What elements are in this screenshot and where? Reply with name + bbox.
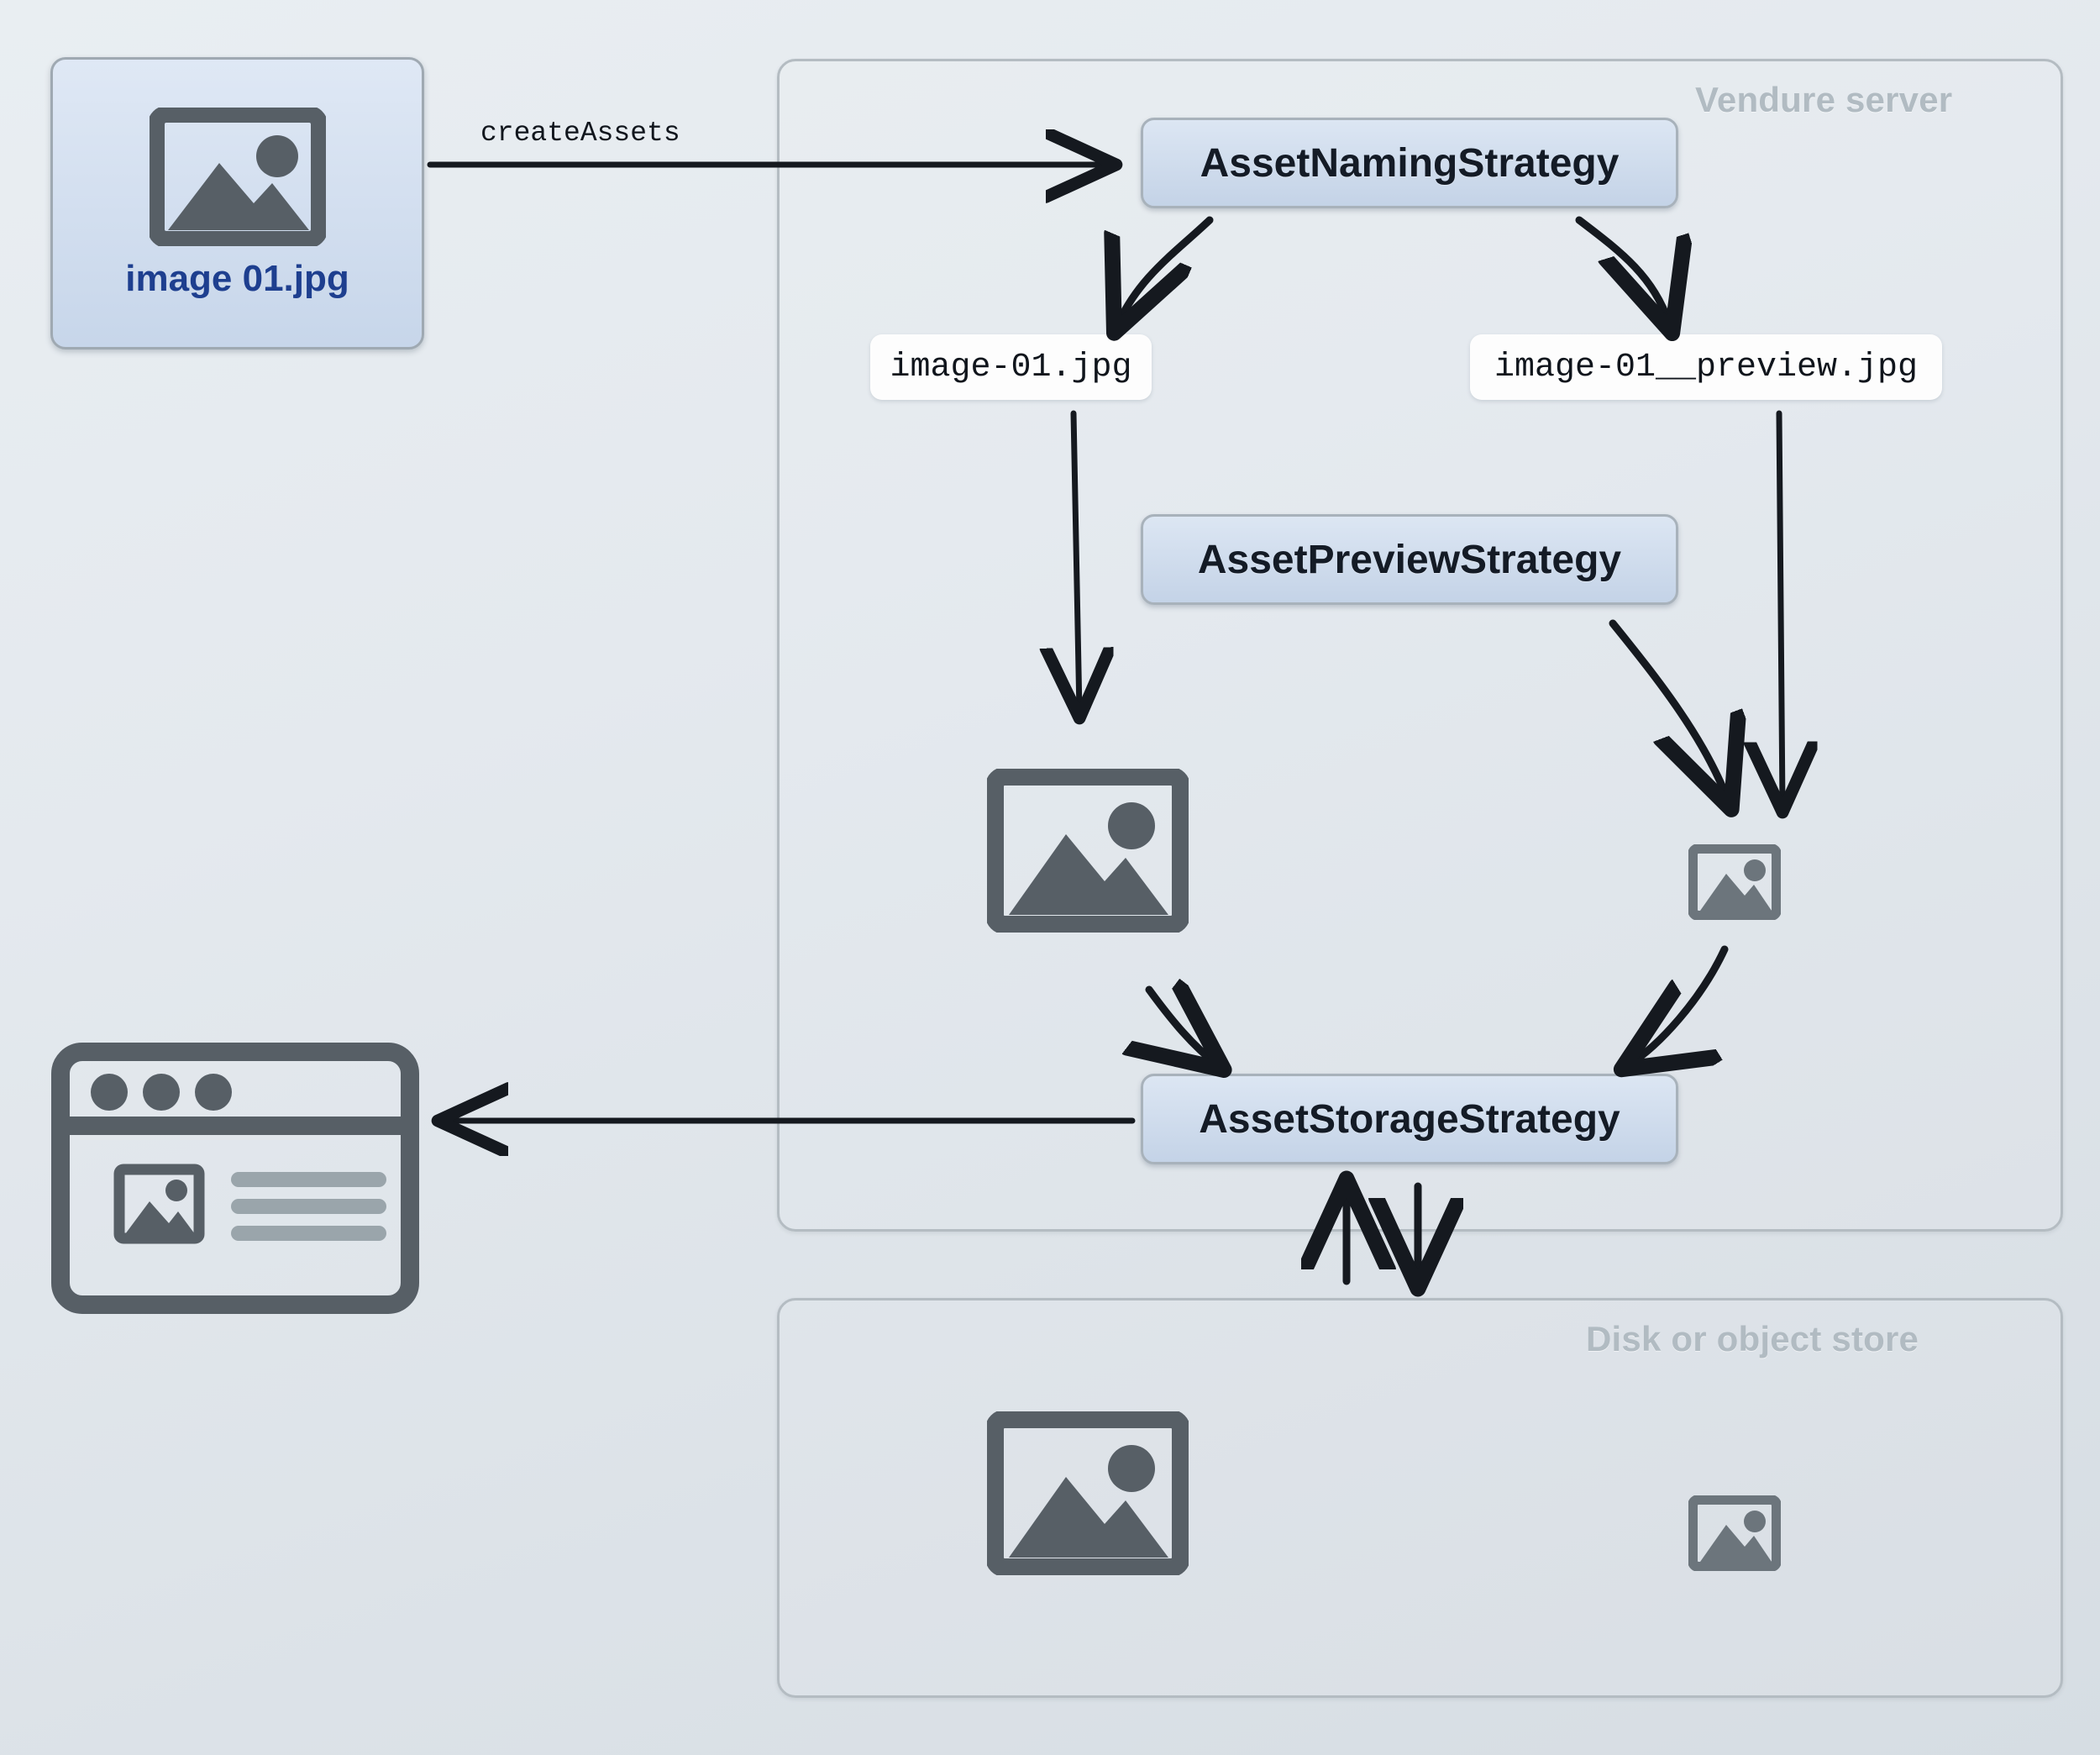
server-preview-image-icon [1688, 844, 1781, 920]
filename-source-text: image-01.jpg [890, 348, 1132, 386]
browser-window-icon[interactable] [50, 1042, 420, 1315]
source-asset-card[interactable]: image 01.jpg [50, 57, 424, 349]
source-asset-label: image 01.jpg [125, 257, 349, 299]
group-disk-store-label: Disk or object store [1586, 1319, 1919, 1358]
strategy-asset-storage-label: AssetStorageStrategy [1199, 1096, 1620, 1142]
strategy-asset-preview[interactable]: AssetPreviewStrategy [1141, 514, 1678, 605]
filename-chip-source: image-01.jpg [870, 334, 1152, 400]
disk-preview-image-icon [1688, 1495, 1781, 1571]
group-vendure-server-label: Vendure server [1695, 80, 1953, 119]
server-full-image-icon [987, 769, 1189, 933]
image-icon [149, 107, 326, 246]
strategy-asset-preview-label: AssetPreviewStrategy [1197, 537, 1622, 582]
strategy-asset-storage[interactable]: AssetStorageStrategy [1141, 1074, 1678, 1164]
strategy-asset-naming[interactable]: AssetNamingStrategy [1141, 118, 1678, 208]
group-vendure-server [777, 59, 2063, 1232]
filename-chip-preview: image-01__preview.jpg [1470, 334, 1942, 400]
disk-full-image-icon [987, 1411, 1189, 1575]
filename-preview-text: image-01__preview.jpg [1494, 348, 1919, 386]
strategy-asset-naming-label: AssetNamingStrategy [1200, 140, 1620, 186]
edge-label-create-assets: createAssets [480, 118, 680, 149]
